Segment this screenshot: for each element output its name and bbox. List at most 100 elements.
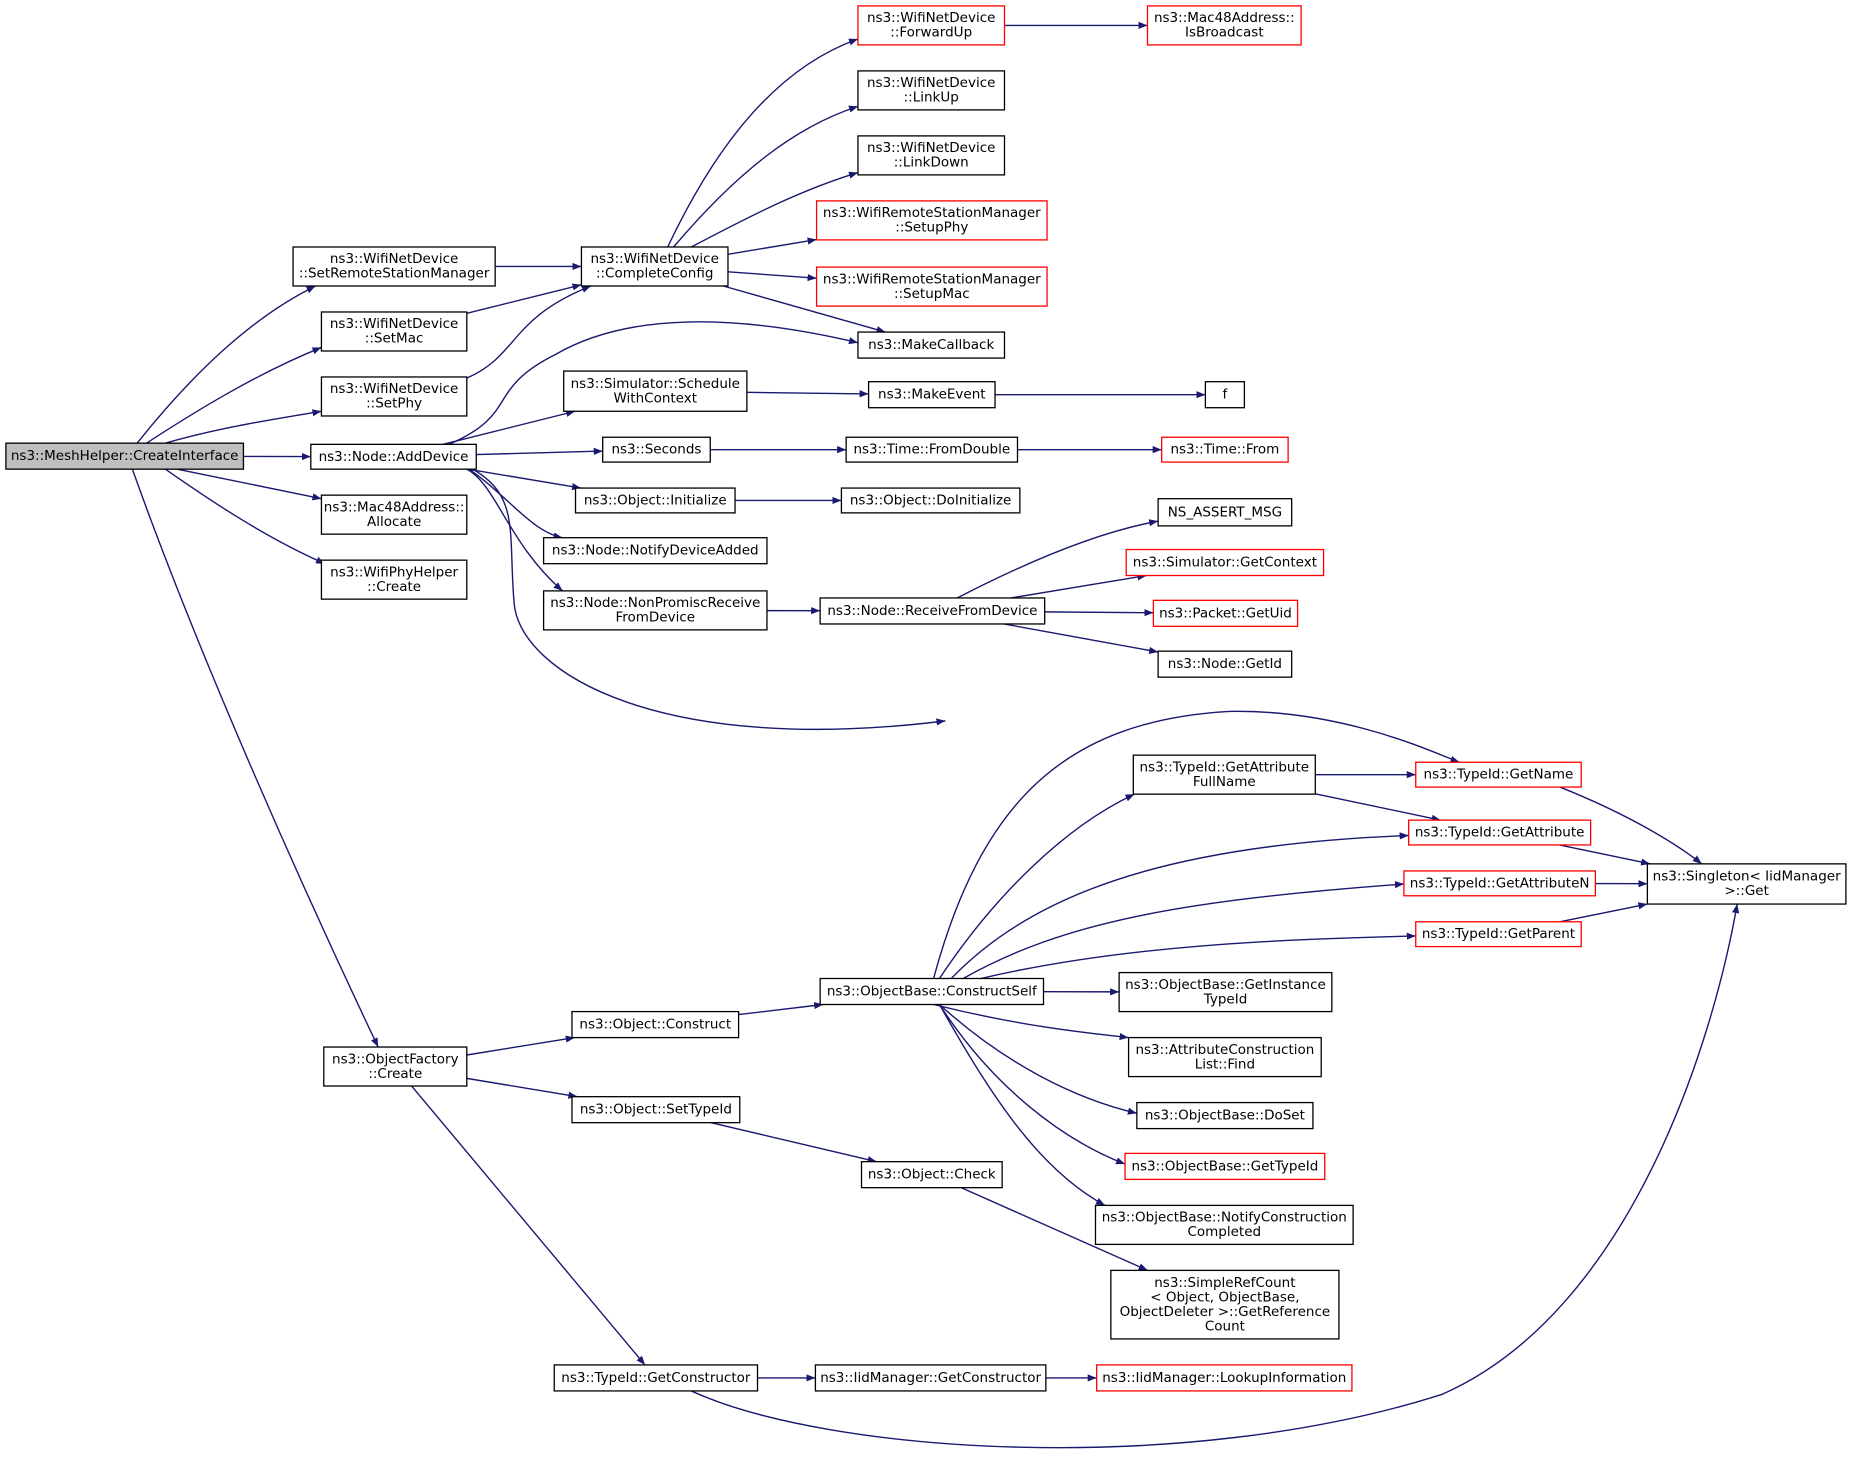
node-box bbox=[602, 436, 711, 463]
node-getAttribute[interactable]: ns3::TypeId::GetAttribute bbox=[1408, 819, 1592, 846]
edge-addDevice-to-notifyDeviceAdded bbox=[468, 468, 563, 540]
node-label: ns3::ObjectFactory bbox=[332, 1051, 459, 1067]
node-box bbox=[1132, 754, 1316, 795]
node-getReferenceCount[interactable]: ns3::SimpleRefCount< Object, ObjectBase,… bbox=[1110, 1269, 1340, 1340]
node-label: ::LinkUp bbox=[904, 90, 959, 106]
node-box bbox=[860, 1161, 1003, 1189]
node-box bbox=[1161, 436, 1289, 463]
node-fromDouble[interactable]: ns3::Time::FromDouble bbox=[845, 436, 1019, 463]
node-getParent[interactable]: ns3::TypeId::GetParent bbox=[1415, 921, 1582, 948]
node-makeCallback[interactable]: ns3::MakeCallback bbox=[857, 331, 1006, 359]
edge-scheduleWithContext-to-makeEvent bbox=[746, 390, 869, 398]
node-box bbox=[867, 381, 996, 409]
node-wifiPhyHelperCreate[interactable]: ns3::WifiPhyHelper::Create bbox=[320, 559, 468, 600]
node-label: ::LinkDown bbox=[894, 155, 969, 171]
node-box bbox=[1146, 5, 1302, 46]
node-setRemoteStationManager[interactable]: ns3::WifiNetDevice::SetRemoteStationMana… bbox=[292, 246, 496, 287]
node-label: FromDevice bbox=[615, 610, 695, 626]
node-timeFrom[interactable]: ns3::Time::From bbox=[1161, 436, 1289, 463]
node-linkUp[interactable]: ns3::WifiNetDevice::LinkUp bbox=[857, 70, 1006, 111]
node-setMac[interactable]: ns3::WifiNetDevice::SetMac bbox=[320, 311, 468, 352]
node-typeIdGetConstructor[interactable]: ns3::TypeId::GetConstructor bbox=[553, 1364, 759, 1392]
node-box bbox=[1646, 863, 1847, 905]
node-getName[interactable]: ns3::TypeId::GetName bbox=[1415, 761, 1582, 788]
node-label: ns3::TypeId::GetConstructor bbox=[561, 1370, 751, 1386]
node-lookupInformation[interactable]: ns3::IidManager::LookupInformation bbox=[1096, 1364, 1353, 1392]
node-packetGetUid[interactable]: ns3::Packet::GetUid bbox=[1152, 599, 1299, 627]
node-setPhy[interactable]: ns3::WifiNetDevice::SetPhy bbox=[320, 376, 468, 417]
edge-completeConfig-to-forwardUp bbox=[667, 38, 859, 248]
node-setupMac[interactable]: ns3::WifiRemoteStationManager::SetupMac bbox=[815, 266, 1048, 307]
node-box bbox=[1415, 761, 1582, 788]
node-singletonGet[interactable]: ns3::Singleton< IidManager >::Get bbox=[1646, 863, 1847, 905]
node-objectSetTypeId[interactable]: ns3::Object::SetTypeId bbox=[571, 1096, 741, 1124]
node-objectInitialize[interactable]: ns3::Object::Initialize bbox=[574, 487, 736, 514]
node-notifyConstructionCompleted[interactable]: ns3::ObjectBase::NotifyConstructionCompl… bbox=[1094, 1204, 1354, 1246]
node-forwardUp[interactable]: ns3::WifiNetDevice::ForwardUp bbox=[857, 5, 1006, 46]
node-box bbox=[1094, 1204, 1354, 1246]
node-box bbox=[1403, 870, 1597, 897]
node-macAllocate[interactable]: ns3::Mac48Address::Allocate bbox=[320, 494, 468, 535]
node-label: ns3::ObjectBase::ConstructSelf bbox=[827, 983, 1038, 999]
node-notifyDeviceAdded[interactable]: ns3::Node::NotifyDeviceAdded bbox=[542, 537, 768, 565]
edge-completeConfig-to-setupPhy bbox=[727, 237, 817, 255]
node-box bbox=[857, 331, 1006, 359]
edge-root-to-objectFactoryCreate bbox=[131, 468, 379, 1048]
node-completeConfig[interactable]: ns3::WifiNetDevice::CompleteConfig bbox=[580, 246, 729, 287]
node-doInitialize[interactable]: ns3::Object::DoInitialize bbox=[840, 487, 1021, 514]
node-label: ::Create bbox=[367, 579, 421, 595]
node-label: ns3::Object::Construct bbox=[579, 1017, 731, 1033]
node-box bbox=[814, 1364, 1047, 1392]
node-layer: ns3::MeshHelper::CreateInterfacens3::Wif… bbox=[5, 5, 1847, 1392]
node-box bbox=[323, 1046, 468, 1087]
node-nsAssertMsg[interactable]: NS_ASSERT_MSG bbox=[1157, 498, 1293, 527]
node-iidGetConstructor[interactable]: ns3::IidManager::GetConstructor bbox=[814, 1364, 1047, 1392]
node-isBroadcast[interactable]: ns3::Mac48Address::IsBroadcast bbox=[1146, 5, 1302, 46]
node-box bbox=[1152, 599, 1299, 627]
edge-objectFactoryCreate-to-objectSetTypeId bbox=[466, 1077, 578, 1099]
node-label: Completed bbox=[1187, 1224, 1261, 1240]
edge-addDevice-to-objectInitialize bbox=[467, 468, 582, 491]
node-label: ::SetupMac bbox=[894, 286, 970, 302]
node-objectCheck[interactable]: ns3::Object::Check bbox=[860, 1161, 1003, 1189]
node-f[interactable]: f bbox=[1204, 381, 1246, 409]
node-label: ns3::ObjectBase::DoSet bbox=[1145, 1108, 1305, 1124]
node-label: ns3::Object::SetTypeId bbox=[580, 1102, 732, 1118]
node-receiveFromDevice[interactable]: ns3::Node::ReceiveFromDevice bbox=[819, 597, 1046, 625]
edge-setMac-to-completeConfig bbox=[466, 283, 582, 315]
node-box bbox=[857, 135, 1006, 176]
node-label: TypeId bbox=[1203, 991, 1248, 1007]
node-box bbox=[320, 494, 468, 535]
node-objectFactoryCreate[interactable]: ns3::ObjectFactory::Create bbox=[323, 1046, 468, 1087]
edge-constructSelf-to-getName bbox=[932, 710, 1460, 979]
node-addDevice[interactable]: ns3::Node::AddDevice bbox=[310, 443, 477, 470]
node-seconds[interactable]: ns3::Seconds bbox=[602, 436, 711, 463]
edge-addDevice-to-nodeGetId bbox=[472, 468, 946, 731]
node-linkDown[interactable]: ns3::WifiNetDevice::LinkDown bbox=[857, 135, 1006, 176]
node-getAttributeN[interactable]: ns3::TypeId::GetAttributeN bbox=[1403, 870, 1597, 897]
edge-constructSelf-to-objectBaseGetTypeId bbox=[938, 1004, 1126, 1165]
node-nodeGetId[interactable]: ns3::Node::GetId bbox=[1157, 650, 1293, 678]
node-getContext[interactable]: ns3::Simulator::GetContext bbox=[1125, 548, 1325, 577]
node-box bbox=[857, 70, 1006, 111]
edge-getParent-to-singletonGet bbox=[1559, 902, 1648, 923]
node-makeEvent[interactable]: ns3::MakeEvent bbox=[867, 381, 996, 409]
edge-completeConfig-to-linkDown bbox=[691, 171, 859, 248]
edge-getAttributeFullName-to-getAttribute bbox=[1315, 793, 1441, 822]
node-label: f bbox=[1223, 387, 1229, 403]
node-label: ns3::WifiPhyHelper bbox=[330, 564, 458, 580]
node-root[interactable]: ns3::MeshHelper::CreateInterface bbox=[5, 442, 245, 470]
node-objectBaseGetTypeId[interactable]: ns3::ObjectBase::GetTypeId bbox=[1124, 1152, 1326, 1181]
node-objectConstruct[interactable]: ns3::Object::Construct bbox=[571, 1010, 740, 1039]
node-box bbox=[815, 266, 1048, 307]
node-setupPhy[interactable]: ns3::WifiRemoteStationManager::SetupPhy bbox=[815, 200, 1048, 241]
node-box bbox=[1157, 650, 1293, 678]
node-label: ns3::IidManager::GetConstructor bbox=[820, 1370, 1041, 1386]
node-constructSelf[interactable]: ns3::ObjectBase::ConstructSelf bbox=[819, 977, 1045, 1006]
node-doSet[interactable]: ns3::ObjectBase::DoSet bbox=[1136, 1101, 1314, 1130]
